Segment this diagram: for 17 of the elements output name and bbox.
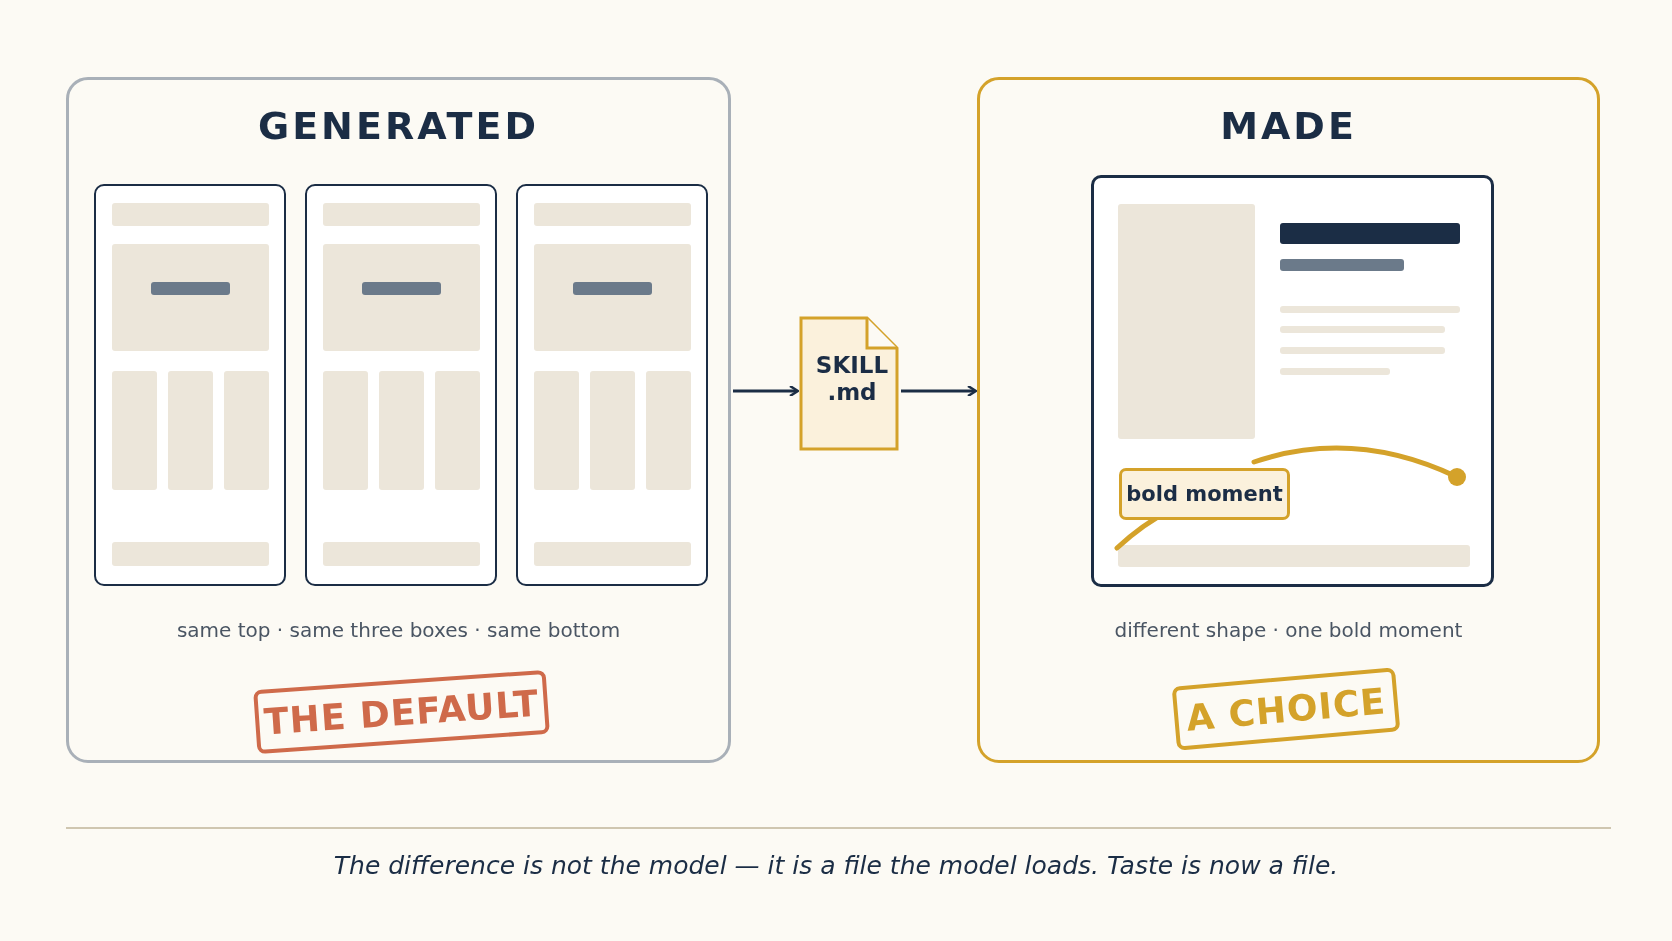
stamp-label: THE DEFAULT bbox=[253, 669, 550, 755]
panel-caption: same top · same three boxes · same bottom bbox=[176, 618, 621, 642]
panel-title: GENERATED bbox=[257, 104, 540, 148]
caption: The difference is not the model — it is a file the model loads. Taste is now a file. bbox=[333, 851, 1339, 880]
wireframe-card bbox=[305, 184, 497, 586]
panel-title: MADE bbox=[1220, 104, 1357, 148]
callout-label: bold moment bbox=[1119, 468, 1290, 520]
file-name: SKILL .md bbox=[814, 352, 890, 406]
wireframe-page bbox=[1091, 175, 1494, 587]
arrow bbox=[901, 384, 978, 398]
panel-caption: different shape · one bold moment bbox=[1114, 618, 1463, 642]
panel-card bbox=[977, 77, 1600, 763]
arrow bbox=[733, 384, 800, 398]
wireframe-card bbox=[94, 184, 286, 586]
panel-card bbox=[66, 77, 731, 763]
wireframe-card bbox=[516, 184, 708, 586]
stamp-label: A CHOICE bbox=[1171, 667, 1401, 751]
